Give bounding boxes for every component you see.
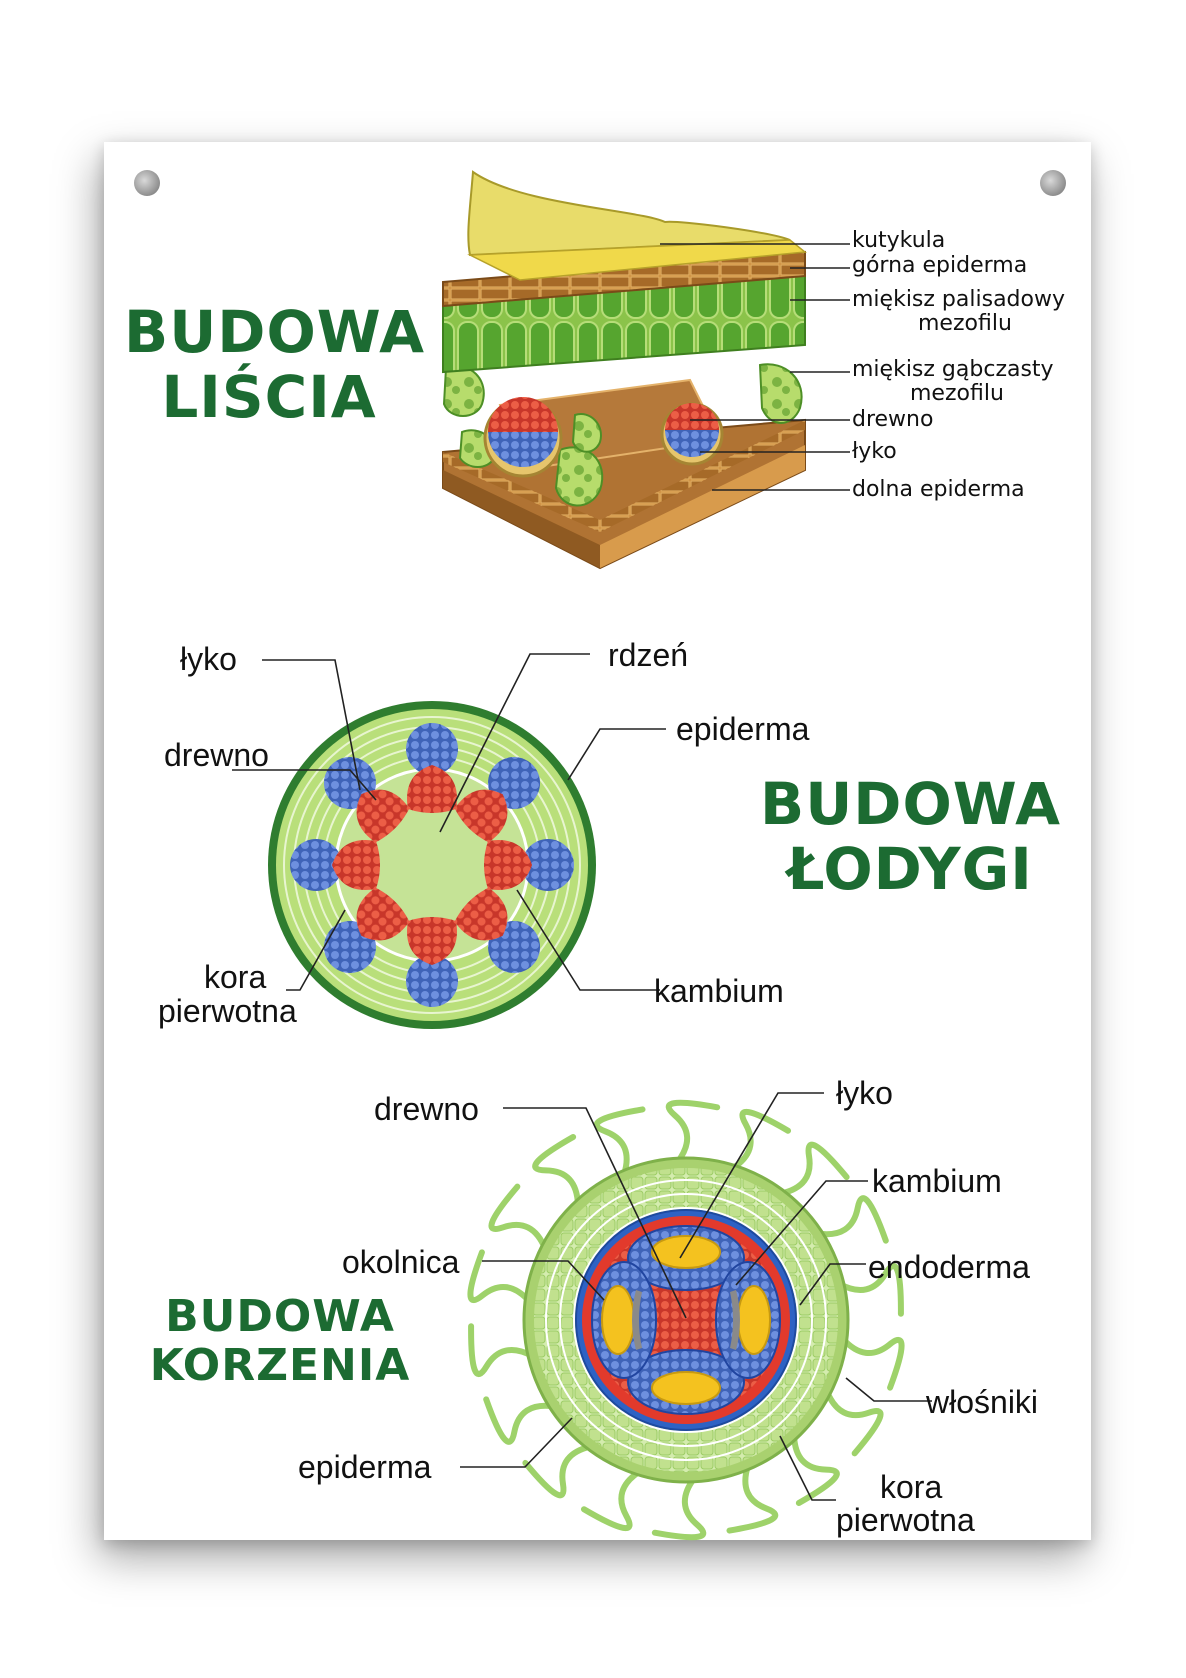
stem-xylem-bundle xyxy=(407,917,457,965)
leaf-label-spongy-1: miękisz gąbczasty xyxy=(852,357,1054,382)
leaf-cuticle-peel xyxy=(467,170,791,257)
root-hair xyxy=(483,1396,557,1445)
root-cambium-arcs xyxy=(632,1290,740,1350)
root-hair xyxy=(791,1432,840,1506)
stem-label-cambium: kambium xyxy=(654,973,784,1009)
root-hair xyxy=(532,1134,581,1208)
leaf-vascular-bundle-right xyxy=(660,402,724,466)
stem-vascular-bundles xyxy=(290,723,574,1007)
stem-phloem-bundle xyxy=(406,955,458,1007)
leaf-lower-side xyxy=(600,445,805,568)
root-cross-section xyxy=(460,1092,932,1541)
leaf-cuticle xyxy=(467,239,807,281)
leaf-cross-section xyxy=(442,170,850,570)
root-central-xylem xyxy=(666,1300,706,1340)
root-hairs xyxy=(467,1099,905,1541)
root-label-cortex-1: kora xyxy=(880,1469,943,1505)
leaf-title-line1: BUDOWA xyxy=(124,298,426,366)
root-title: BUDOWA KORZENIA xyxy=(140,1292,420,1391)
root-hair xyxy=(488,1183,549,1252)
root-hair xyxy=(815,1195,889,1244)
stem-label-epidermis: epiderma xyxy=(676,711,810,747)
stem-phloem-bundle xyxy=(406,723,458,775)
leaf-label-palisade-1: miękisz palisadowy xyxy=(852,287,1065,312)
root-title-line2: KORZENIA xyxy=(149,1340,411,1392)
root-hair xyxy=(468,1323,536,1377)
root-label-endodermis: endoderma xyxy=(868,1249,1030,1285)
stem-xylem-bundle xyxy=(356,887,410,941)
root-cortex-rings xyxy=(545,1179,827,1461)
root-hair xyxy=(823,1388,884,1457)
stem-label-pith: rdzeń xyxy=(608,637,689,673)
root-hair xyxy=(593,1106,646,1178)
stem-title: BUDOWA ŁODYGI xyxy=(760,772,1060,902)
root-label-epidermis: epiderma xyxy=(298,1449,432,1485)
root-hair xyxy=(726,1462,779,1534)
stem-phloem-bundle xyxy=(522,839,574,891)
leaf-spongy-cell xyxy=(554,446,604,507)
mounting-hole-left xyxy=(134,170,160,196)
leaf-label-lower-epidermis: dolna epiderma xyxy=(852,477,1025,502)
stem-title-line2: ŁODYGI xyxy=(787,834,1033,903)
stem-xylem-bundle xyxy=(332,840,380,890)
root-xylem-yellow xyxy=(601,1235,771,1405)
root-label-cortex-2: pierwotna xyxy=(836,1502,975,1538)
root-hair xyxy=(665,1099,721,1166)
root-hair xyxy=(836,1263,904,1317)
leaf-label-cuticle: kutykula xyxy=(852,228,946,253)
leaf-spongy-cell xyxy=(758,363,803,424)
root-label-root-hairs: włośniki xyxy=(926,1384,1039,1420)
root-hair xyxy=(580,1468,644,1532)
root-leader-lines xyxy=(460,1092,932,1501)
leaf-spongy-cell xyxy=(442,365,485,417)
root-label-phloem: łyko xyxy=(836,1075,893,1111)
stem-title-line1: BUDOWA xyxy=(760,770,1062,838)
leaf-title: BUDOWA LIŚCIA xyxy=(124,298,426,431)
stem-label-xylem: drewno xyxy=(164,737,269,773)
stem-xylem-bundle xyxy=(454,789,508,843)
stem-phloem-bundle xyxy=(290,839,342,891)
leaf-vascular-bundle-left xyxy=(483,397,563,478)
root-title-line1: BUDOWA xyxy=(165,1291,395,1342)
stem-xylem-bundle xyxy=(356,789,410,843)
leaf-leader-lines xyxy=(660,243,850,491)
root-label-pericycle: okolnica xyxy=(342,1244,460,1280)
root-hair xyxy=(467,1249,533,1305)
stem-cross-section xyxy=(232,653,666,1029)
stem-xylem-bundle xyxy=(484,840,532,890)
root-hair xyxy=(728,1108,792,1172)
mounting-hole-right xyxy=(1040,170,1066,196)
stem-xylem-bundle xyxy=(407,765,457,813)
root-hair xyxy=(651,1474,707,1541)
leaf-lower-front xyxy=(443,470,600,568)
stem-label-cortex-2: pierwotna xyxy=(158,993,297,1029)
leaf-label-spongy-2: mezofilu xyxy=(910,381,1004,406)
root-hair xyxy=(839,1335,905,1391)
leaf-label-upper-epidermis: górna epiderma xyxy=(852,253,1028,278)
stem-xylem-bundle xyxy=(454,887,508,941)
root-label-xylem: drewno xyxy=(374,1091,479,1127)
stem-leader-lines xyxy=(232,653,666,991)
leaf-title-line2: LIŚCIA xyxy=(161,362,377,431)
leaf-label-xylem: drewno xyxy=(852,407,934,432)
stem-label-phloem: łyko xyxy=(180,641,237,677)
leaf-lower-epidermis-top xyxy=(443,420,805,532)
root-hair xyxy=(777,1141,850,1197)
root-label-cambium: kambium xyxy=(872,1163,1002,1199)
leaf-spongy-cell xyxy=(571,413,602,453)
leaf-label-phloem: łyko xyxy=(852,439,897,464)
leaf-label-palisade-2: mezofilu xyxy=(918,311,1012,336)
stem-label-cortex-1: kora xyxy=(204,959,267,995)
root-hair xyxy=(522,1443,595,1499)
